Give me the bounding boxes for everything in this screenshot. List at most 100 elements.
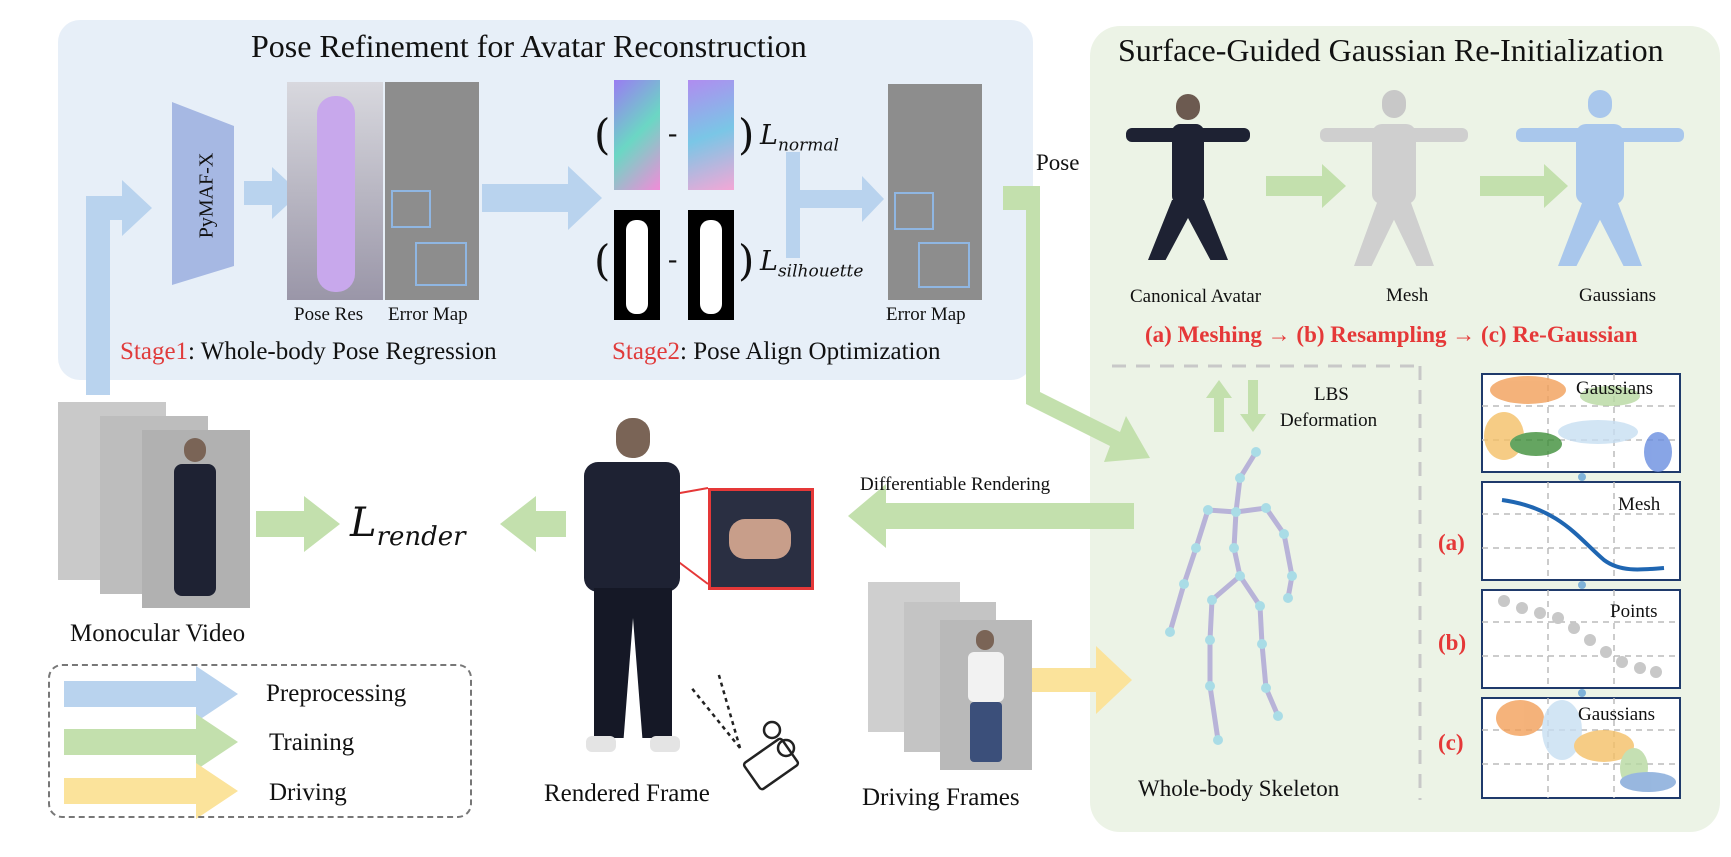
side-panel-connectors bbox=[1578, 473, 1586, 697]
monocular-caption: Monocular Video bbox=[70, 620, 246, 647]
loss-normal-base: L bbox=[760, 120, 778, 151]
error-map-image-2 bbox=[888, 84, 982, 300]
stage1-label: Stage1: Whole-body Pose Regression bbox=[120, 338, 497, 366]
rendered-torso bbox=[584, 462, 680, 592]
error-map-image-1 bbox=[385, 82, 479, 300]
canonical-avatar-image bbox=[1118, 90, 1258, 270]
rendered-shoe bbox=[650, 736, 680, 752]
pose-label: Pose bbox=[1036, 150, 1080, 175]
stage2-prefix: Stage2 bbox=[612, 338, 681, 365]
close-paren-sil: ) bbox=[738, 236, 755, 285]
gaussian-torso bbox=[1576, 124, 1624, 204]
camera-icon bbox=[689, 671, 800, 791]
skeleton-figure bbox=[1167, 449, 1295, 743]
left-panel-title: Pose Refinement for Avatar Reconstructio… bbox=[251, 28, 807, 64]
legend-arrow-preprocessing bbox=[64, 666, 238, 722]
avatar-head bbox=[1176, 94, 1200, 120]
side-panel-title-1: Gaussians bbox=[1576, 378, 1654, 399]
skeleton-caption: Whole-body Skeleton bbox=[1138, 776, 1340, 801]
legend-label-driving: Driving bbox=[269, 779, 347, 806]
highlight-box bbox=[415, 242, 467, 286]
pymaf-output-arrow bbox=[244, 167, 300, 219]
smpl-body-shape bbox=[317, 96, 355, 292]
driving-frame-3 bbox=[940, 620, 1032, 770]
zoom-hand bbox=[729, 519, 791, 559]
rendered-legs bbox=[594, 588, 672, 738]
rendered-head bbox=[616, 418, 650, 458]
highlight-box bbox=[894, 192, 934, 230]
avatar-legs bbox=[1148, 200, 1228, 260]
side-panel-tag-a: (a) bbox=[1438, 530, 1465, 555]
gaussian-blobs-bottom bbox=[1496, 700, 1676, 792]
loss-bar bbox=[786, 152, 800, 258]
side-panel-title-3: Points bbox=[1610, 601, 1658, 622]
gaussian-legs bbox=[1558, 200, 1642, 266]
silhouette-shape bbox=[626, 220, 648, 314]
zoom-inset bbox=[708, 488, 814, 590]
legend-label-training: Training bbox=[269, 729, 355, 756]
lbs-line1: LBS bbox=[1314, 384, 1349, 405]
reinit-steps: (a) Meshing → (b) Resampling → (c) Re-Ga… bbox=[1145, 322, 1638, 347]
person-head bbox=[184, 438, 206, 462]
loss-silhouette: Lsilhouette bbox=[760, 246, 863, 281]
loss-render-sub: render bbox=[376, 522, 466, 552]
pymaf-trapezoid bbox=[172, 102, 234, 285]
legend-arrow-training bbox=[64, 714, 238, 770]
gaussian-blobs-top bbox=[1484, 376, 1672, 472]
side-panel-title-4: Gaussians bbox=[1578, 704, 1656, 725]
mesh-torso bbox=[1372, 124, 1416, 204]
lbs-down-arrow bbox=[1240, 380, 1266, 432]
gaussian-head bbox=[1588, 90, 1612, 118]
normal-map-pred bbox=[614, 80, 660, 190]
diff-render-arrow bbox=[848, 484, 1134, 548]
pymaf-label: PyMAF-X bbox=[195, 152, 218, 238]
error-map-caption-2: Error Map bbox=[886, 304, 966, 325]
gaussians-image bbox=[1510, 90, 1690, 270]
highlight-box bbox=[391, 190, 431, 228]
diff-rendering-label: Differentiable Rendering bbox=[860, 474, 1051, 495]
driver-jeans bbox=[970, 702, 1002, 762]
video-frame-3 bbox=[142, 430, 250, 608]
legend-label-preprocessing: Preprocessing bbox=[266, 680, 407, 707]
error-map-caption-1: Error Map bbox=[388, 304, 468, 325]
preprocess-arrow-up bbox=[86, 180, 152, 395]
loss-to-errormap-arrow bbox=[800, 176, 884, 222]
gaussians-caption: Gaussians bbox=[1579, 285, 1657, 306]
resampled-points bbox=[1498, 595, 1662, 678]
driving-arrow bbox=[1022, 646, 1132, 714]
mesh-curve bbox=[1501, 498, 1665, 572]
loss-render-base: L bbox=[350, 500, 377, 546]
loss-render: Lrender bbox=[350, 500, 466, 552]
stage2-text: : Pose Align Optimization bbox=[680, 338, 941, 365]
mesh-caption: Mesh bbox=[1386, 285, 1429, 306]
rendered-person bbox=[572, 418, 692, 758]
rendered-caption: Rendered Frame bbox=[544, 780, 710, 807]
side-panel-title-2: Mesh bbox=[1618, 494, 1661, 515]
person-body bbox=[174, 464, 216, 596]
right-panel-title: Surface-Guided Gaussian Re-Initializatio… bbox=[1118, 32, 1664, 68]
silhouette-gt bbox=[688, 210, 734, 320]
mesh-image bbox=[1314, 90, 1474, 270]
loss-normal-sub: normal bbox=[777, 135, 839, 156]
pose-res-caption: Pose Res bbox=[294, 304, 364, 325]
mesh-head bbox=[1382, 90, 1406, 118]
legend-box bbox=[48, 664, 472, 818]
open-paren-normal: ( bbox=[594, 110, 611, 159]
lbs-up-arrow bbox=[1206, 380, 1232, 432]
stage2-label: Stage2: Pose Align Optimization bbox=[612, 338, 940, 366]
minus-sil: - bbox=[668, 244, 678, 275]
errormap-to-stage2-arrow bbox=[482, 166, 602, 230]
pymaf-label-wrap: PyMAF-X bbox=[192, 140, 222, 250]
loss-sil-sub: silhouette bbox=[777, 261, 864, 282]
highlight-box bbox=[918, 242, 970, 288]
pose-res-image bbox=[287, 82, 383, 300]
lbs-line2: Deformation bbox=[1280, 410, 1378, 431]
rendered-shoe bbox=[586, 736, 616, 752]
driver-shirt bbox=[968, 652, 1004, 702]
side-panel-tag-b: (b) bbox=[1438, 630, 1467, 655]
pose-arrow bbox=[1003, 186, 1150, 462]
stage1-text: : Whole-body Pose Regression bbox=[188, 338, 497, 365]
driver-head bbox=[976, 630, 994, 650]
side-panel-tag-c: (c) bbox=[1438, 730, 1464, 755]
